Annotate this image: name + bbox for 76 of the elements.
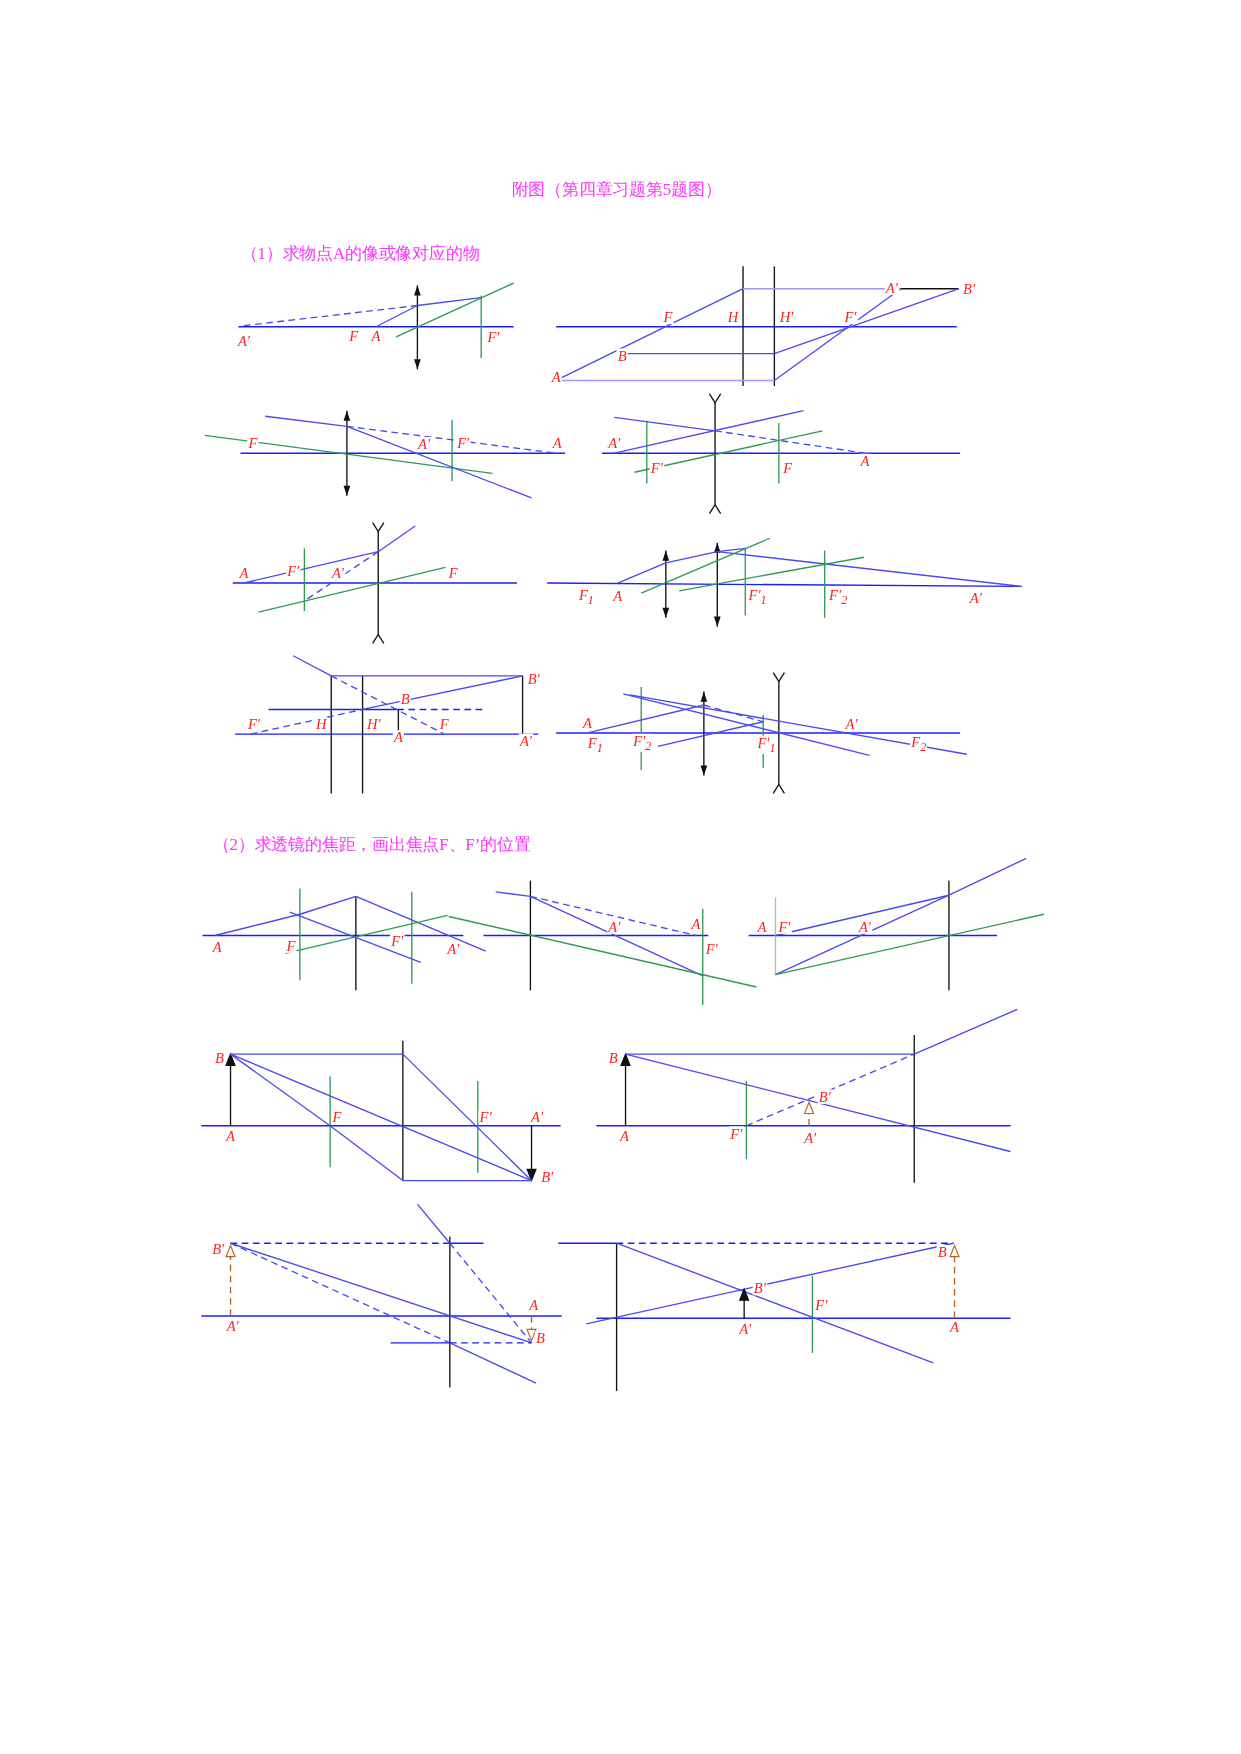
point-label: F′$_{1}$	[747, 587, 768, 606]
point-label: A′	[236, 334, 252, 349]
point-label: F′	[456, 435, 471, 451]
point-label: F	[348, 328, 360, 343]
point-label: F	[331, 1109, 343, 1125]
point-label: A′	[225, 1318, 240, 1334]
point-label: B	[534, 1331, 547, 1346]
section-heading: （1）求物点A的像或像对应的物	[240, 245, 480, 263]
point-label: H	[314, 716, 328, 732]
point-label: A	[948, 1319, 961, 1335]
point-label: A′	[446, 941, 461, 957]
point-label: A′	[968, 590, 983, 605]
point-label: F′	[704, 941, 719, 957]
point-label: F	[447, 565, 459, 581]
point-label: A	[211, 939, 223, 954]
point-label: A′	[607, 919, 622, 934]
point-label: F$_{1}$	[577, 587, 595, 606]
title: 附图（第四章习题第5题图）	[511, 181, 722, 199]
point-label: F′$_{1}$	[756, 736, 777, 755]
point-label: F′	[729, 1126, 744, 1141]
point-label: A	[238, 565, 250, 581]
point-label: F′	[843, 309, 858, 324]
point-label: A′	[416, 437, 432, 452]
point-label: A	[618, 1128, 630, 1144]
point-label: A	[551, 435, 563, 451]
point-label: F	[285, 938, 297, 953]
point-label: F	[782, 460, 794, 476]
point-label: A′	[738, 1322, 753, 1337]
point-label: F′	[286, 563, 301, 578]
point-label: H′	[365, 716, 382, 732]
point-label: B′	[961, 281, 977, 296]
point-label: A	[859, 453, 871, 469]
point-label: F	[247, 435, 259, 451]
point-label: A′	[844, 716, 859, 732]
point-label: B	[936, 1244, 948, 1260]
point-label: F′	[486, 329, 501, 345]
point-label: A	[528, 1297, 540, 1313]
point-label: A′	[330, 565, 346, 581]
point-label: B′	[211, 1241, 226, 1257]
point-label: A	[690, 917, 702, 932]
point-label: F′	[777, 919, 792, 934]
point-label: A′	[518, 733, 534, 749]
point-label: A	[756, 919, 768, 934]
point-label: A′	[529, 1109, 545, 1125]
point-label: F′	[246, 716, 262, 732]
point-label: A′	[803, 1130, 818, 1146]
point-label: B′	[752, 1280, 767, 1296]
point-label: A	[370, 328, 382, 343]
point-label: A′	[884, 280, 900, 295]
point-label: F′$_{2}$	[827, 587, 849, 606]
point-label: F′	[814, 1297, 829, 1313]
point-label: B	[616, 348, 628, 364]
point-label: B	[607, 1050, 619, 1065]
point-label: F$_{2}$	[910, 734, 928, 754]
point-label: F′$_{2}$	[632, 733, 653, 753]
point-label: H′	[778, 309, 795, 324]
point-label: A	[581, 715, 594, 731]
point-label: A′	[607, 435, 622, 451]
section-heading: （2）求透镜的焦距，画出焦点F、F’的位置	[212, 836, 531, 854]
point-label: F′	[390, 933, 405, 949]
point-label: F	[438, 716, 450, 732]
point-label: A	[612, 589, 624, 604]
point-label: F$_{1}$	[586, 736, 604, 755]
point-label: F′	[478, 1109, 493, 1125]
point-label: B	[399, 692, 411, 707]
point-label: A	[224, 1128, 237, 1144]
point-label: B′	[817, 1089, 832, 1104]
point-label: H	[726, 309, 740, 324]
point-label: F′	[649, 460, 665, 476]
point-label: A	[392, 730, 404, 745]
point-label: A	[550, 369, 562, 385]
point-label: A′	[857, 919, 873, 934]
point-label: B′	[540, 1169, 555, 1185]
point-label: B	[213, 1050, 225, 1065]
point-label: B′	[526, 672, 541, 687]
point-label: F	[662, 309, 674, 324]
